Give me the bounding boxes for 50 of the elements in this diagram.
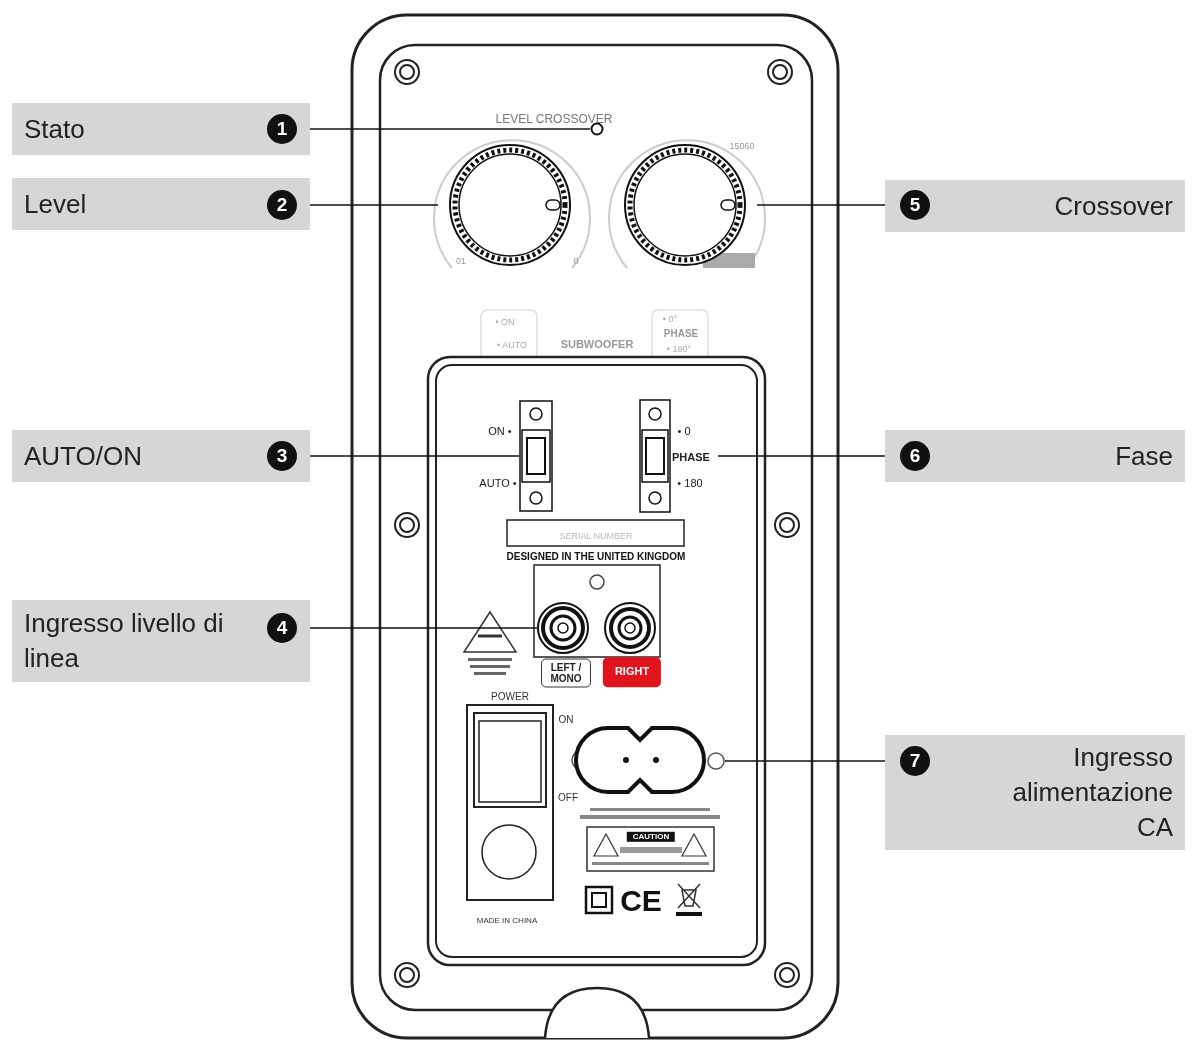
callout-band xyxy=(885,735,1185,850)
callout-label: Fase xyxy=(1115,439,1173,473)
panel-label: • 180 xyxy=(677,478,703,490)
panel-label: MADE IN CHINA xyxy=(476,916,538,926)
rca-jack xyxy=(537,602,589,654)
panel-label: SERIAL NUMBER xyxy=(559,532,633,542)
panel-label: ON • xyxy=(488,426,512,438)
panel-label: DESIGNED IN THE UNITED KINGDOM xyxy=(506,551,686,563)
screw-hole xyxy=(707,752,725,770)
ce-mark: CE xyxy=(620,885,662,917)
callout-band xyxy=(12,178,310,230)
callout-label: AUTO/ON xyxy=(24,439,142,473)
panel-label: PHASE xyxy=(663,328,699,340)
callout-number: 3 xyxy=(267,441,297,471)
panel-label: POWER xyxy=(491,691,529,703)
panel-label: • AUTO xyxy=(497,341,527,351)
callout-number: 5 xyxy=(900,190,930,220)
callout-label: Ingresso livello di linea xyxy=(24,607,224,675)
callout-number: 2 xyxy=(267,190,297,220)
toggle-switch xyxy=(519,400,553,512)
panel-label: OFF xyxy=(558,792,578,804)
panel-label: ON xyxy=(558,714,574,726)
panel-label: LEFT / MONO xyxy=(541,658,591,688)
callout-band xyxy=(12,600,310,682)
callout-label: Crossover xyxy=(1054,189,1173,223)
panel-label: 01 xyxy=(456,257,466,267)
status-led xyxy=(590,122,604,136)
panel-label: LEVEL CROSSOVER xyxy=(495,112,613,126)
panel-label: • 180° xyxy=(666,345,692,355)
callout-band xyxy=(12,430,310,482)
callout-number: 6 xyxy=(900,441,930,471)
switch-label: PHASE xyxy=(672,448,710,465)
callout-number: 7 xyxy=(900,746,930,776)
panel-label: • 0 xyxy=(677,426,691,438)
callout-band xyxy=(885,430,1185,482)
callout-number: 1 xyxy=(267,114,297,144)
callout-band xyxy=(12,103,310,155)
panel-label: AUTO • xyxy=(479,478,517,490)
panel-label: SUBWOOFER xyxy=(560,339,634,351)
callout-label: Level xyxy=(24,187,87,221)
callout-label: Ingresso alimentazione CA xyxy=(1011,741,1173,844)
panel-label: • 0° xyxy=(662,315,678,325)
panel-label: CAUTION xyxy=(626,831,676,843)
panel-label: 15060 xyxy=(729,142,755,152)
panel-label: • ON xyxy=(495,318,515,328)
callout-number: 4 xyxy=(267,613,297,643)
callout-label: Stato xyxy=(24,112,85,146)
callout-band xyxy=(885,180,1185,232)
panel-label: RIGHT xyxy=(602,657,662,687)
panel-label: 0 xyxy=(573,257,579,267)
